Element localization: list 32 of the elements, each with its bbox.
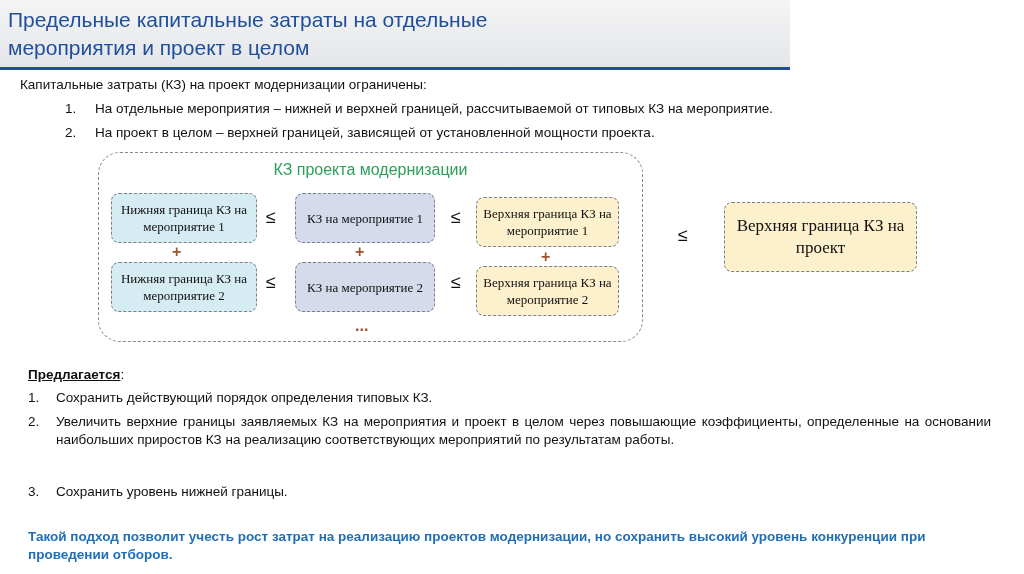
list-item: На отдельные мероприятия – нижней и верхней границей, рассчитываемой от типовых КЗ на мероприятие. [95, 100, 774, 118]
group-frame [98, 152, 643, 342]
project-upper-bound-box: Верхняя граница КЗ на проект [724, 202, 917, 272]
upper-bound-box: Верхняя граница КЗ на мероприятие 1 [476, 197, 619, 247]
plus-sign: + [355, 242, 365, 262]
group-title: КЗ проекта модернизации [272, 161, 469, 179]
less-or-equal-sign: ≤ [266, 272, 276, 292]
upper-bound-box: Верхняя граница КЗ на мероприятие 2 [476, 266, 619, 316]
list-item: Сохранить уровень нижней границы. [56, 483, 288, 501]
list-number: 2. [65, 124, 77, 142]
slide-title: Предельные капитальные затраты на отдельные мероприятия и проект в целом [8, 7, 489, 61]
less-or-equal-sign: ≤ [451, 272, 461, 292]
plus-sign: + [541, 247, 551, 267]
plus-sign: + [172, 242, 182, 262]
list-item: Сохранить действующий порядок определения типовых КЗ. [56, 389, 433, 407]
cost-box: КЗ на мероприятие 1 [295, 193, 435, 243]
less-or-equal-sign: ≤ [451, 207, 461, 227]
lower-bound-box: Нижняя граница КЗ на мероприятие 2 [111, 262, 257, 312]
list-item: Увеличить верхние границы заявляемых КЗ на мероприятия и проект в целом через повышающие коэффициенты, определенные на основании наибольших приростов КЗ на реализацию соответствующих мероприятий по результатам работы. [56, 413, 991, 449]
ellipsis: ... [355, 316, 369, 336]
cost-box: КЗ на мероприятие 2 [295, 262, 435, 312]
list-item: На проект в целом – верхней границей, зависящей от установленной мощности проекта. [95, 124, 655, 142]
less-or-equal-sign: ≤ [266, 207, 276, 227]
list-number: 3. [28, 483, 40, 501]
section-heading: Предлагается: [28, 366, 125, 384]
list-number: 2. [28, 413, 40, 431]
conclusion-text: Такой подход позволит учесть рост затрат на реализацию проектов модернизации, но сохранить высокий уровень конкуренции при проведении отборов. [28, 528, 927, 564]
list-number: 1. [28, 389, 40, 407]
intro-text: Капитальные затраты (КЗ) на проект модернизации ограничены: [20, 76, 427, 94]
list-number: 1. [65, 100, 77, 118]
lower-bound-box: Нижняя граница КЗ на мероприятие 1 [111, 193, 257, 243]
less-or-equal-sign: ≤ [678, 225, 688, 245]
